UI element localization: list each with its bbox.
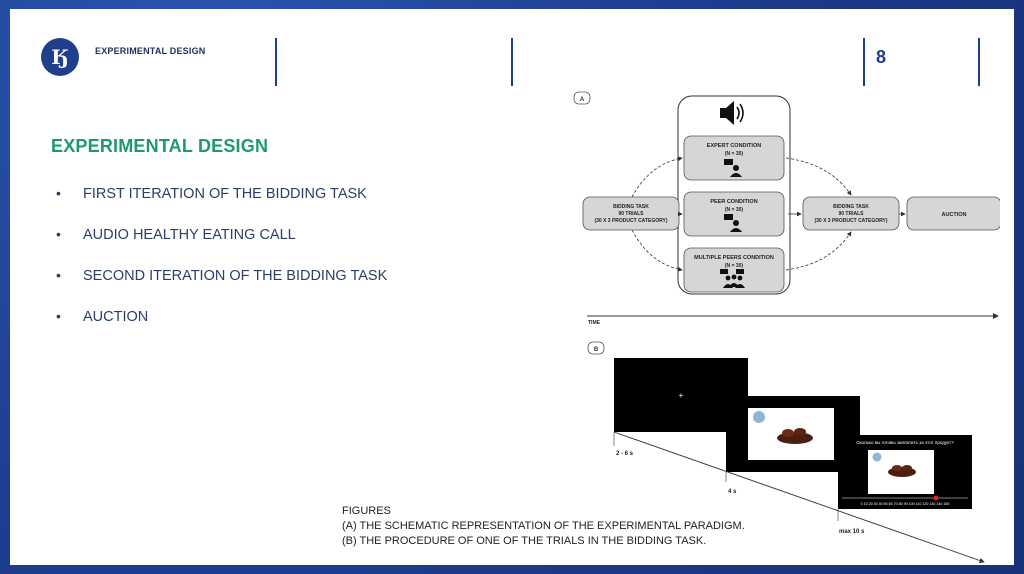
duration-product: 4 s — [728, 489, 737, 495]
multiple-peers-n: (N = 30) — [725, 263, 744, 269]
time-axis-label: TIME — [588, 320, 601, 326]
bid-category-badge-icon — [873, 453, 882, 462]
header-divider — [863, 38, 865, 86]
duration-bid: max 10 s — [839, 529, 865, 535]
bullet-icon: • — [56, 267, 61, 283]
figure-caption: FIGURES (A) THE SCHEMATIC REPRESENTATION… — [342, 504, 745, 549]
bullet-icon: • — [56, 308, 61, 324]
bidding-right-line2: 90 TRIALS — [838, 211, 864, 217]
bidding-right-line3: (30 X 3 PRODUCT CATEGORY) — [814, 218, 887, 224]
expert-condition-label: EXPERT CONDITION — [707, 143, 761, 149]
category-badge-icon — [753, 411, 765, 423]
hse-logo: Ӄ — [41, 38, 79, 76]
page-title: EXPERIMENTAL DESIGN — [51, 136, 268, 157]
caption-heading: FIGURES — [342, 504, 745, 519]
fixation-cross: + — [679, 391, 684, 400]
caption-line-a: (A) THE SCHEMATIC REPRESENTATION OF THE … — [342, 519, 745, 534]
expert-condition-n: (N = 30) — [725, 151, 744, 157]
auction-label: AUCTION — [941, 212, 966, 218]
bidding-right-line1: BIDDING TASK — [833, 204, 869, 210]
bullet-list: •FIRST ITERATION OF THE BIDDING TASK •AU… — [56, 186, 387, 350]
panel-b-label: B — [594, 347, 599, 353]
caption-line-b: (B) THE PROCEDURE OF ONE OF THE TRIALS I… — [342, 534, 745, 549]
bidding-left-line2: 90 TRIALS — [618, 211, 644, 217]
header-section-title: EXPERIMENTAL DESIGN — [95, 46, 205, 56]
bid-question: Сколько вы готовы заплатить за этот прод… — [856, 440, 954, 445]
bidding-left-line1: BIDDING TASK — [613, 204, 649, 210]
bullet-item: •AUDIO HEALTHY EATING CALL — [56, 227, 387, 268]
multiple-peers-label: MULTIPLE PEERS CONDITION — [694, 255, 774, 261]
duration-fixation: 2 - 6 s — [616, 451, 634, 457]
bullet-item: •AUCTION — [56, 309, 387, 350]
bidding-left-line3: (30 X 3 PRODUCT CATEGORY) — [594, 218, 667, 224]
bullet-icon: • — [56, 185, 61, 201]
slide: Ӄ EXPERIMENTAL DESIGN 8 EXPERIMENTAL DES… — [10, 9, 1014, 565]
peer-condition-n: (N = 30) — [725, 207, 744, 213]
bid-slider-handle — [934, 496, 939, 501]
bullet-item: •FIRST ITERATION OF THE BIDDING TASK — [56, 186, 387, 227]
page-number: 8 — [876, 47, 886, 68]
peer-condition-label: PEER CONDITION — [710, 199, 757, 205]
header-divider — [978, 38, 980, 86]
header-divider — [275, 38, 277, 86]
header-divider — [511, 38, 513, 86]
experiment-figure: A EXPERT CONDITION (N = 30) PEER CONDITI… — [560, 84, 1000, 564]
bullet-item: •SECOND ITERATION OF THE BIDDING TASK — [56, 268, 387, 309]
bid-scale-labels: 0 10 20 30 40 50 60 70 80 90 100 110 120… — [861, 502, 950, 506]
bullet-icon: • — [56, 226, 61, 242]
panel-a-label: A — [580, 97, 585, 103]
